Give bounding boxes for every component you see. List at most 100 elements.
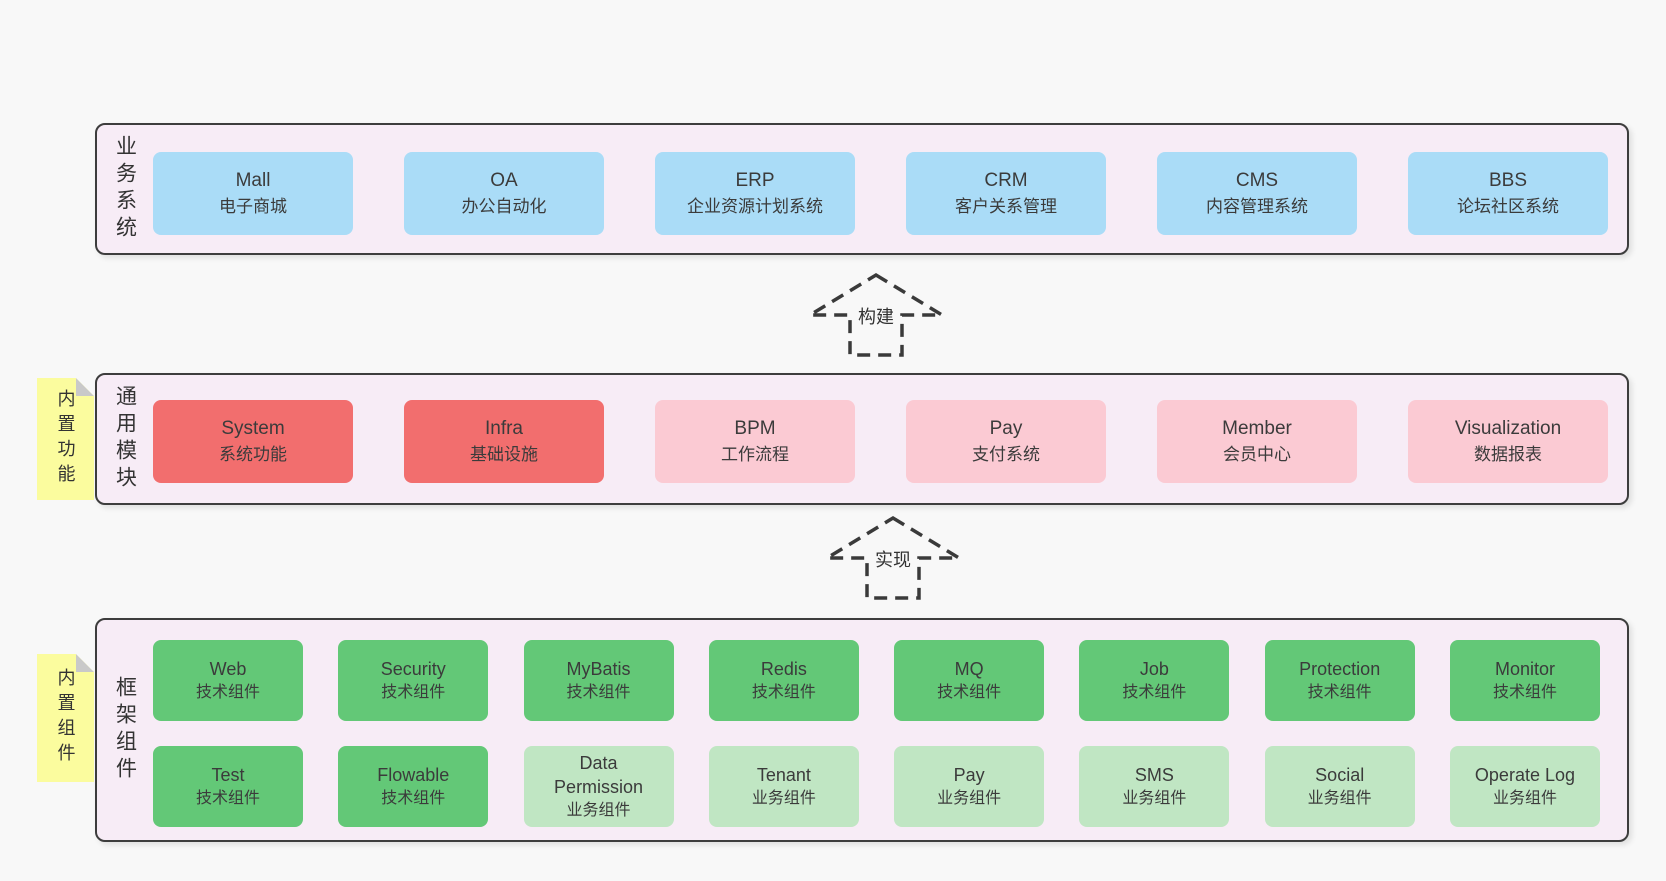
box-tenant: Tenant 业务组件: [708, 746, 859, 827]
box-en: Visualization: [1454, 418, 1562, 439]
box-zh: 技术组件: [195, 790, 260, 807]
box-zh: 技术组件: [1122, 684, 1187, 701]
box-zh: 技术组件: [195, 684, 260, 701]
up-arrow-icon: [806, 272, 946, 357]
box-en: BPM: [734, 418, 776, 439]
box-en: Tenant: [756, 765, 811, 785]
box-en: Redis: [760, 659, 807, 679]
box-en: OA: [490, 170, 518, 191]
build-arrow-label: 构建: [856, 305, 896, 329]
folded-corner-icon: [76, 654, 94, 672]
box-test: Test 技术组件: [153, 746, 303, 827]
up-arrow-icon: [823, 515, 963, 600]
section-label-components: 框架组件: [97, 620, 153, 840]
box-mall: Mall 电子商城: [153, 152, 353, 235]
box-zh: 业务组件: [1307, 790, 1372, 807]
box-en: Security: [380, 659, 446, 679]
box-mq: MQ 技术组件: [894, 640, 1045, 721]
implement-arrow-label: 实现: [873, 548, 913, 572]
box-monitor: Monitor 技术组件: [1449, 640, 1600, 721]
builtin-components-tab: 内置组件: [37, 654, 94, 782]
box-zh: 业务组件: [751, 790, 816, 807]
box-en: Pay: [989, 418, 1023, 439]
box-redis: Redis 技术组件: [708, 640, 859, 721]
box-bbs: BBS 论坛社区系统: [1408, 152, 1608, 235]
box-en: Protection: [1299, 659, 1381, 679]
box-en: Web: [209, 659, 247, 679]
box-en: Flowable: [377, 765, 450, 785]
box-zh: 技术组件: [566, 684, 631, 701]
box-zh: 系统功能: [219, 445, 287, 464]
box-operate-log: Operate Log 业务组件: [1449, 746, 1600, 827]
box-en: CRM: [984, 170, 1028, 191]
box-en: Infra: [484, 418, 524, 439]
box-zh: 会员中心: [1223, 445, 1291, 464]
box-web: Web 技术组件: [153, 640, 303, 721]
box-erp: ERP 企业资源计划系统: [655, 152, 855, 235]
box-flowable: Flowable 技术组件: [338, 746, 489, 827]
framework-components-section: 框架组件 Web 技术组件 Security 技术组件 MyBatis 技术组件…: [95, 618, 1629, 842]
box-security: Security 技术组件: [338, 640, 489, 721]
box-social: Social 业务组件: [1264, 746, 1415, 827]
box-pay-component: Pay 业务组件: [894, 746, 1045, 827]
box-job: Job 技术组件: [1079, 640, 1230, 721]
tab-label-text: 内置组件: [55, 668, 76, 768]
box-zh: 技术组件: [381, 790, 446, 807]
builtin-features-tab: 内置功能: [37, 378, 94, 500]
box-en: Pay: [953, 765, 985, 785]
box-bpm: BPM 工作流程: [655, 400, 855, 483]
box-en: BBS: [1488, 170, 1528, 191]
section-label-modules: 通用模块: [97, 375, 153, 503]
box-zh: 基础设施: [470, 445, 538, 464]
box-en: Monitor: [1494, 659, 1555, 679]
box-member: Member 会员中心: [1157, 400, 1357, 483]
box-zh: 业务组件: [566, 802, 631, 819]
box-en: Member: [1222, 418, 1292, 439]
box-zh: 技术组件: [1307, 684, 1372, 701]
box-sms: SMS 业务组件: [1079, 746, 1230, 827]
box-system: System 系统功能: [153, 400, 353, 483]
box-zh: 业务组件: [937, 790, 1002, 807]
box-en: Mall: [235, 170, 271, 191]
implement-arrow: 实现: [823, 514, 963, 602]
section-label-text: 业务系统: [113, 135, 137, 243]
box-en: Social: [1315, 765, 1365, 785]
common-modules-section: 通用模块 System 系统功能 Infra 基础设施 BPM 工作流程 Pay…: [95, 373, 1629, 505]
box-pay-module: Pay 支付系统: [906, 400, 1106, 483]
folded-corner-icon: [76, 378, 94, 396]
section-label-text: 通用模块: [113, 385, 137, 493]
box-zh: 业务组件: [1492, 790, 1557, 807]
modules-row: System 系统功能 Infra 基础设施 BPM 工作流程 Pay 支付系统…: [153, 400, 1608, 483]
box-zh: 企业资源计划系统: [687, 197, 823, 216]
box-zh: 技术组件: [937, 684, 1002, 701]
box-zh: 工作流程: [721, 445, 789, 464]
box-zh: 电子商城: [219, 197, 287, 216]
box-oa: OA 办公自动化: [404, 152, 604, 235]
box-en: MQ: [954, 659, 984, 679]
box-zh: 业务组件: [1122, 790, 1187, 807]
box-mybatis: MyBatis 技术组件: [523, 640, 674, 721]
box-en: System: [221, 418, 285, 439]
box-crm: CRM 客户关系管理: [906, 152, 1106, 235]
box-infra: Infra 基础设施: [404, 400, 604, 483]
build-arrow: 构建: [806, 271, 946, 359]
box-en: Job: [1139, 659, 1169, 679]
box-zh: 技术组件: [381, 684, 446, 701]
box-cms: CMS 内容管理系统: [1157, 152, 1357, 235]
box-en: MyBatis: [566, 659, 631, 679]
box-zh: 客户关系管理: [955, 197, 1057, 216]
box-visualization: Visualization 数据报表: [1408, 400, 1608, 483]
tab-label-text: 内置功能: [55, 389, 76, 489]
box-zh: 技术组件: [751, 684, 816, 701]
section-label-business: 业务系统: [97, 125, 153, 253]
box-protection: Protection 技术组件: [1264, 640, 1415, 721]
components-row-2: Test 技术组件 Flowable 技术组件 Data Permission …: [153, 746, 1600, 827]
business-row: Mall 电子商城 OA 办公自动化 ERP 企业资源计划系统 CRM 客户关系…: [153, 152, 1608, 235]
box-zh: 办公自动化: [461, 197, 547, 216]
section-label-text: 框架组件: [113, 676, 137, 784]
box-data-permission: Data Permission 业务组件: [523, 746, 674, 827]
business-systems-section: 业务系统 Mall 电子商城 OA 办公自动化 ERP 企业资源计划系统 CRM…: [95, 123, 1629, 255]
box-zh: 数据报表: [1474, 445, 1542, 464]
box-en: Operate Log: [1474, 765, 1575, 785]
